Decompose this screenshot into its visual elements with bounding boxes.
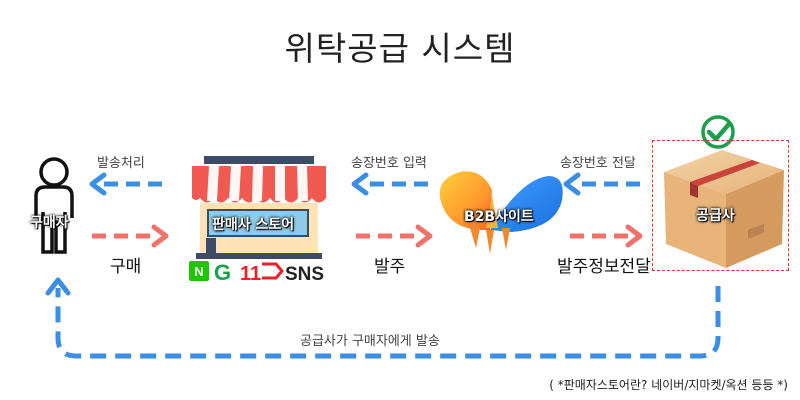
b2b-label: B2B사이트 [464,209,534,225]
label-tracking-delivery: 송장번호 전달 [560,156,636,171]
buyer-label: 구매자 [30,215,69,231]
arrow-order-info-delivery [570,224,643,248]
arrow-dispatch-processing [89,172,162,196]
page-title: 위탁공급 시스템 [284,29,516,68]
11st-logo-arrow-icon [262,262,284,280]
footnote: ( *판매자스토어란? 네이버/지마켓/옥션 등등 *) [549,378,788,392]
supplier-highlight-frame [652,140,789,271]
check-icon [701,115,735,149]
label-tracking-input: 송장번호 입력 [351,156,427,171]
buyer-person-icon [34,157,74,254]
store-label: 판매사 스토어 [212,217,295,233]
11st-logo-number: 11 [240,263,261,285]
arrow-supplier-to-buyer [45,277,721,359]
sns-label: SNS [285,264,324,285]
supplier-box-icon [664,150,784,268]
arrow-tracking-delivery [563,172,640,196]
store-icon [192,156,326,259]
label-dispatch-processing: 발송처리 [97,156,145,171]
arrow-order [356,224,433,248]
label-order: 발주 [374,257,406,277]
arrow-purchase [92,224,169,248]
marketplace-logos: N G 11 SNS [189,260,324,285]
naver-logo-icon [189,261,209,281]
naver-logo-letter: N [194,264,203,279]
label-order-info-delivery: 발주정보전달 [557,257,651,277]
b2b-logo-icon [439,171,563,254]
gmarket-logo-letter: G [214,260,231,285]
arrow-tracking-input [351,172,428,196]
label-purchase: 구매 [110,257,142,277]
label-supplier-to-buyer: 공급사가 구매자에게 발송 [300,334,440,349]
supplier-label: 공급사 [696,208,735,224]
